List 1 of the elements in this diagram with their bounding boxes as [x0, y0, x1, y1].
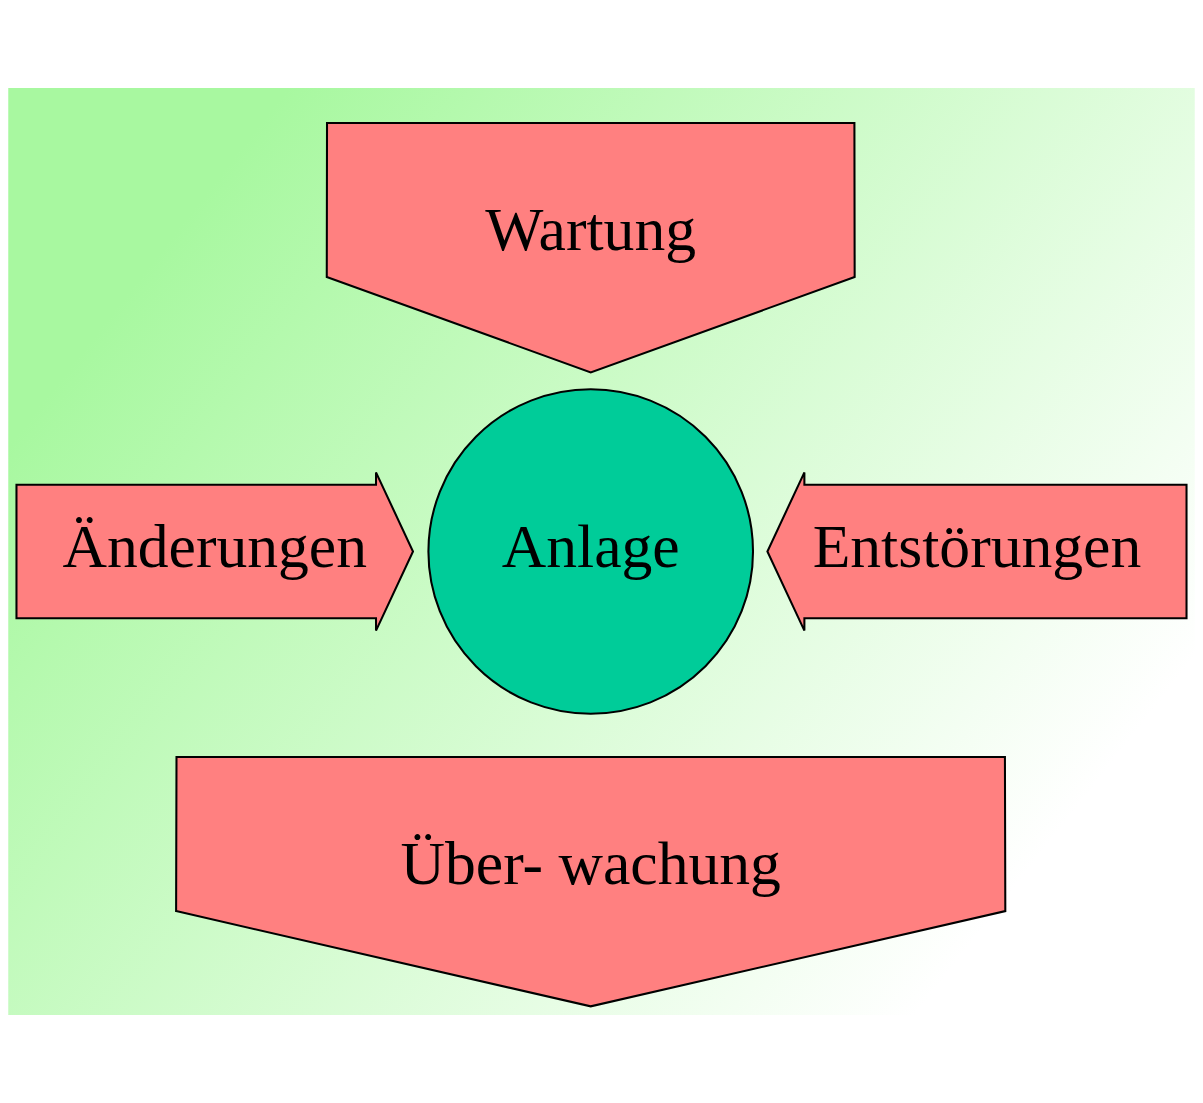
- node-circle: Anlage: [427, 388, 755, 715]
